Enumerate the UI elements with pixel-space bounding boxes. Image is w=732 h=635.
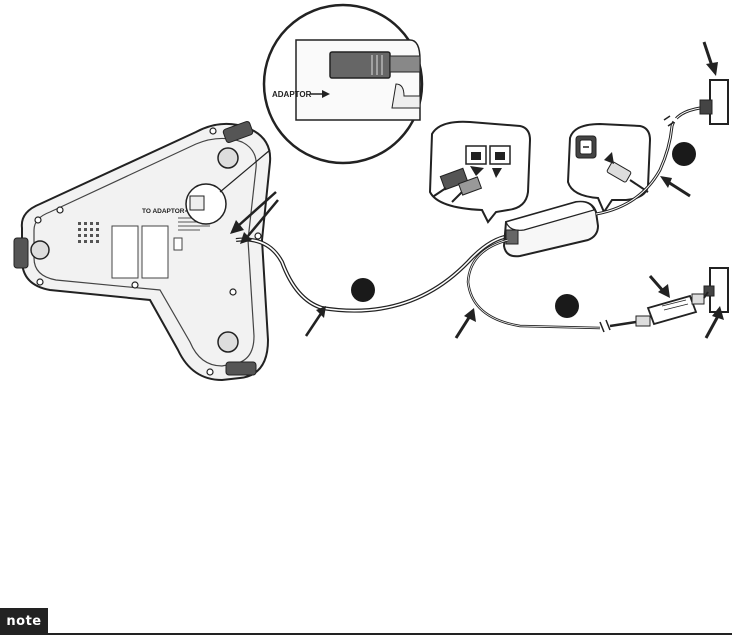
rubber-foot — [218, 332, 238, 352]
wall-jack-arrow — [706, 316, 718, 338]
foot-pad — [226, 362, 256, 375]
foot-pad — [14, 238, 28, 268]
power-cord-arrow — [668, 182, 690, 196]
conference-adaptor — [504, 202, 598, 257]
cord-arrow — [306, 312, 322, 336]
label-plate — [112, 226, 138, 278]
zoom-callout: ADAPTOR — [264, 5, 422, 163]
power-outlet — [700, 80, 728, 124]
label-plate — [142, 226, 168, 278]
rubber-foot — [218, 148, 238, 168]
phone-jacks-callout — [430, 122, 530, 222]
adaptor-label: ADAPTOR — [272, 90, 312, 99]
step-marker — [351, 278, 375, 302]
adaptor-jack — [506, 230, 518, 244]
telephone-wall-jack — [704, 268, 728, 312]
line-cord-arrow — [456, 316, 470, 338]
switch — [174, 238, 182, 250]
power-connector-callout — [568, 124, 650, 212]
phone-plug-zoomed — [330, 52, 390, 78]
step-marker — [672, 142, 696, 166]
step-marker — [555, 294, 579, 318]
power-plug-arrow — [704, 42, 712, 66]
line-plug — [636, 316, 650, 326]
dsl-filter — [648, 294, 704, 324]
to-adaptor-label: TO ADAPTOR — [142, 208, 185, 215]
phone-base — [14, 121, 270, 380]
rubber-foot — [31, 241, 49, 259]
connection-diagram: TO ADAPTOR ADAPTOR — [0, 0, 732, 600]
jack-socket-small — [190, 196, 204, 210]
note-badge: note — [0, 608, 48, 635]
